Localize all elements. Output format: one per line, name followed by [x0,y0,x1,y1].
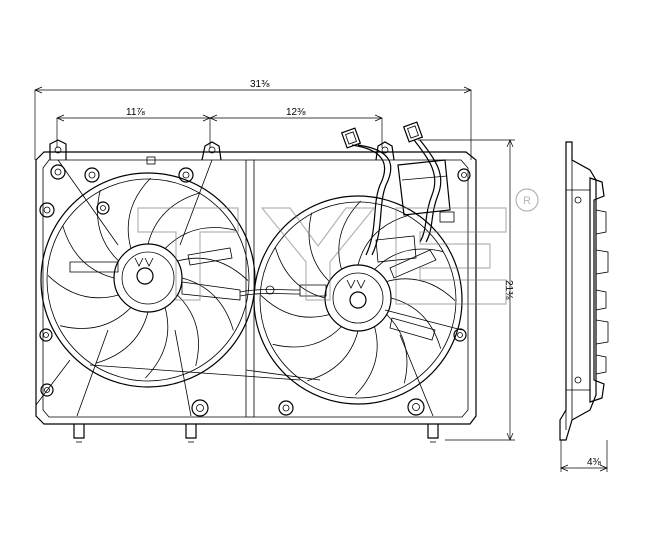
right-fan-blade [307,330,359,382]
right-fan-blade [374,248,444,270]
right-fan-blade [308,212,330,282]
left-fan-blade [95,311,149,364]
right-fan-blade [390,297,442,349]
right-fan-blade [260,295,330,318]
wiring-harness [239,139,442,297]
motor-brackets [69,247,437,341]
brand-watermark: R [137,188,539,305]
right-span-label: 12⅜ [286,107,306,118]
left-fan-blade [145,307,169,379]
right-fan-blade [338,200,361,270]
right-fan-blade [272,326,342,348]
right-fan-blade [386,278,456,301]
left-fan-blade [164,227,236,249]
dimension-height: 21⅜ [418,139,515,441]
left-fan-blade [147,192,201,245]
registered-mark-icon [515,188,539,212]
right-fan-blade [357,214,409,266]
left-fan-blade [177,294,199,366]
right-fan-blade [355,326,378,396]
frame-grommets [39,164,471,417]
depth-label: 4⅜ [587,457,602,468]
left-fan-blade [97,190,119,262]
height-label: 21⅜ [503,280,514,300]
registered-mark-letter: R [523,195,531,207]
dimension-right-span: 12⅜ [209,107,383,148]
left-fan-blade [62,225,115,279]
mounting-feet-bottom [73,424,439,443]
overall-width-label: 31⅜ [250,79,270,90]
left-fan-blade [47,275,119,299]
left-fan-blades [47,177,249,379]
left-fan-blade [127,177,151,249]
left-fan [40,172,256,388]
left-fan-blade [60,307,132,329]
connector-left [340,127,362,149]
right-fan-blades [260,200,456,396]
dimension-depth: 4⅜ [560,440,608,472]
connector-right [402,121,424,143]
left-span-label: 11⅞ [126,107,145,118]
dimension-overall-width: 31⅜ [34,79,472,160]
frame-struts [35,159,463,417]
right-fan-blade [386,314,408,384]
left-fan-blade [181,277,234,331]
shroud-frame [35,151,477,425]
dimension-left-span: 11⅞ [56,107,211,148]
side-view [559,141,609,441]
control-module [375,159,455,263]
